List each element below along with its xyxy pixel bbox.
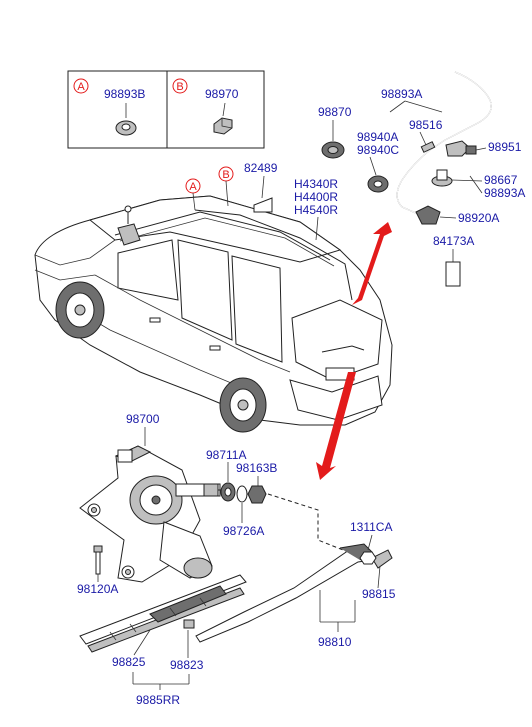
washer-98726a xyxy=(236,485,248,503)
refill-clip-98823 xyxy=(183,619,195,629)
part-98711a: 98711A xyxy=(206,448,246,462)
ref-a-car: A xyxy=(189,181,197,193)
wiper-arm-98810 xyxy=(195,543,393,643)
part-h4340r: H4340R xyxy=(294,177,338,191)
arrow-to-hose xyxy=(352,222,392,305)
part-84173a: 84173A xyxy=(433,234,474,248)
shaft-hardware: 98711A 98163B 98726A xyxy=(206,448,349,553)
part-82489: 82489 xyxy=(244,161,278,175)
part-98920a: 98920A xyxy=(458,211,499,225)
connector-98516 xyxy=(420,141,436,153)
nut-98163b xyxy=(247,485,267,504)
part-98120a: 98120A xyxy=(77,582,118,596)
part-98940c: 98940C xyxy=(357,143,399,157)
part-98516: 98516 xyxy=(409,118,443,132)
decal-82489 xyxy=(253,197,273,213)
part-h4400r: H4400R xyxy=(294,190,338,204)
part-98951: 98951 xyxy=(488,140,522,154)
part-98893b: 98893B xyxy=(104,87,145,101)
label-84173a xyxy=(445,261,461,287)
part-98823: 98823 xyxy=(170,658,204,672)
part-1311ca: 1311CA xyxy=(350,520,392,534)
ref-b-inset: B xyxy=(176,81,183,93)
part-98870: 98870 xyxy=(318,105,352,119)
ref-a-inset: A xyxy=(77,81,85,93)
clip-98970 xyxy=(213,102,233,135)
minivan-illustration xyxy=(34,195,393,433)
part-98726a: 98726A xyxy=(223,524,264,538)
ref-b-car: B xyxy=(222,169,229,181)
part-98163b: 98163B xyxy=(236,461,277,475)
bolt-98120a xyxy=(93,545,103,582)
nozzle-98920a xyxy=(415,205,457,225)
inset-box: A B 98893B 98970 xyxy=(67,70,265,149)
part-98970: 98970 xyxy=(205,87,239,101)
nozzle-98951 xyxy=(445,140,487,157)
part-98940a: 98940A xyxy=(357,130,398,144)
part-98700: 98700 xyxy=(126,412,160,426)
part-98667: 98667 xyxy=(484,173,518,187)
arrow-to-motor xyxy=(316,372,356,480)
nut-1311ca xyxy=(359,551,377,565)
washer-hose-cluster: 98870 98893A 98940A 98940C 98516 98951 xyxy=(318,71,525,287)
part-98893a-top: 98893A xyxy=(381,87,422,101)
part-9885rr: 9885RR xyxy=(136,693,180,707)
cap-98667 xyxy=(431,169,483,187)
wiper-motor-assembly: 98700 xyxy=(79,412,232,583)
part-98810: 98810 xyxy=(318,635,352,649)
car-references: A B 82489 H4340R H4400R H4540R xyxy=(185,161,338,241)
part-98825: 98825 xyxy=(112,655,146,669)
wiper-blade-9885rr xyxy=(79,574,247,653)
part-h4540r: H4540R xyxy=(294,203,338,217)
part-98893a-right: 98893A xyxy=(484,186,525,200)
part-98815: 98815 xyxy=(362,587,396,601)
arm-cap-98815 xyxy=(371,549,393,569)
